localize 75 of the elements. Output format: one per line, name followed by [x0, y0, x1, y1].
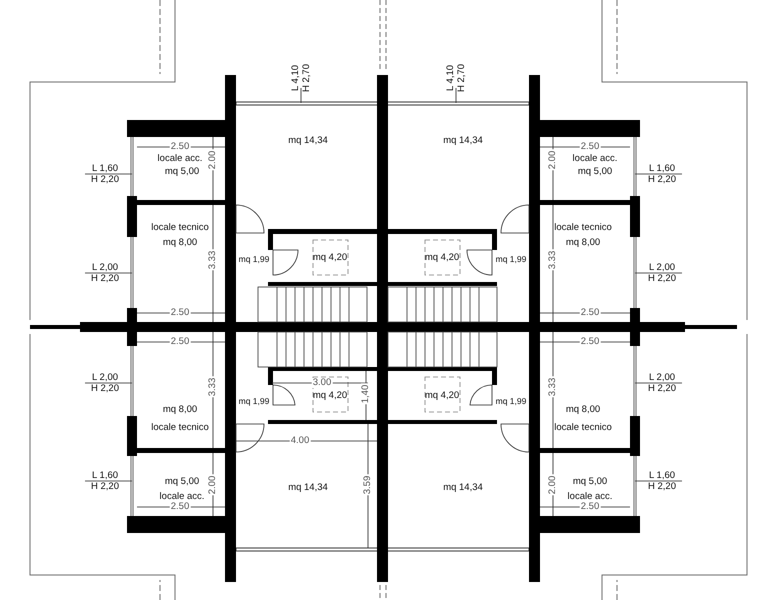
- room-label: locale acc.: [160, 492, 204, 502]
- area-label: mq 8,00: [566, 238, 600, 248]
- window-size-label: H 2,20: [648, 481, 676, 492]
- dimension-label: 2.00: [548, 150, 558, 170]
- area-label: mq 14,34: [443, 136, 483, 146]
- dimension-label: 2.50: [580, 502, 600, 512]
- area-label: mq 1,99: [238, 254, 270, 264]
- area-label: mq 4,20: [312, 253, 348, 263]
- leader-line: [84, 272, 132, 274]
- dimension-label: 3.59: [363, 474, 373, 496]
- area-label: mq 4,20: [424, 391, 460, 401]
- leader-line: [634, 272, 682, 274]
- room-label: locale acc.: [158, 154, 202, 164]
- area-label: mq 5,00: [164, 167, 200, 177]
- area-label: mq 8,00: [566, 405, 600, 415]
- dimension-label: 3.33: [548, 376, 558, 398]
- area-label: mq 1,99: [496, 254, 526, 264]
- dimension-label: 2.50: [580, 308, 600, 318]
- leader-line: [84, 480, 132, 482]
- window-size-label: L 1,60: [91, 163, 119, 174]
- window-size-label: H 2,70: [301, 64, 312, 92]
- window-size-label: L 2,00: [91, 372, 119, 383]
- dimension-label: 2.50: [170, 502, 190, 512]
- window-size-label: H 2,20: [91, 174, 119, 185]
- room-label: locale tecnico: [151, 423, 209, 433]
- window-size-label: H 2,20: [91, 273, 119, 284]
- area-label: mq 8,00: [162, 405, 198, 415]
- room-label: locale tecnico: [554, 223, 612, 233]
- area-label: mq 8,00: [162, 238, 198, 248]
- area-label: mq 14,34: [288, 483, 328, 493]
- leader-line: [634, 480, 682, 482]
- dimension-label: 2.00: [548, 474, 558, 496]
- window-size-label: L 2,00: [91, 262, 119, 273]
- dimension-label: 2.50: [170, 308, 190, 318]
- dimension-label: 2.00: [208, 474, 218, 496]
- dimension-label: 2.00: [208, 150, 218, 170]
- window-size-label: H 2,20: [648, 383, 676, 394]
- dimension-label: 3.33: [208, 250, 218, 270]
- window-size-label: H 2,20: [648, 174, 676, 185]
- window-size-label: L 1,60: [648, 470, 676, 481]
- window-size-label: H 2,20: [91, 481, 119, 492]
- dimension-label: 1,40: [361, 384, 371, 404]
- area-label: mq 5,00: [578, 167, 612, 177]
- room-label: locale tecnico: [554, 423, 612, 433]
- leader-line: [634, 382, 682, 384]
- window-size-label: L 1,60: [91, 470, 119, 481]
- window-size-label: H 2,20: [91, 383, 119, 394]
- window-size-label: L 2,00: [648, 262, 676, 273]
- dimension-label: 3.33: [548, 250, 558, 270]
- dimension-label: 2.50: [170, 142, 190, 152]
- window-size-label: L 4,10: [290, 64, 301, 92]
- window-size-label: L 2,00: [648, 372, 676, 383]
- area-label: mq 5,00: [164, 477, 200, 487]
- area-label: mq 1,99: [496, 396, 526, 406]
- area-label: mq 14,34: [288, 136, 328, 146]
- dimension-label: 3.00: [312, 378, 332, 388]
- dimension-label: 4.00: [290, 436, 310, 446]
- leader-line: [84, 382, 132, 384]
- area-label: mq 5,00: [572, 477, 608, 487]
- area-label: mq 4,20: [424, 253, 460, 263]
- leader-line: [300, 88, 302, 104]
- dimension-label: 2.50: [170, 337, 190, 347]
- room-label: locale acc.: [572, 154, 618, 164]
- window-size-label: L 1,60: [648, 163, 676, 174]
- room-label: locale acc.: [568, 492, 612, 502]
- window-size-label: H 2,20: [648, 273, 676, 284]
- area-label: mq 14,34: [443, 483, 483, 493]
- area-label: mq 4,20: [312, 391, 348, 401]
- window-size-label: L 4,10: [445, 64, 456, 92]
- room-label: locale tecnico: [151, 223, 209, 233]
- dimension-label: 2.50: [580, 337, 600, 347]
- area-label: mq 1,99: [238, 396, 270, 406]
- window-size-label: H 2,70: [456, 64, 467, 92]
- dimension-label: 2.50: [580, 142, 600, 152]
- dimension-label: 3.33: [208, 376, 218, 398]
